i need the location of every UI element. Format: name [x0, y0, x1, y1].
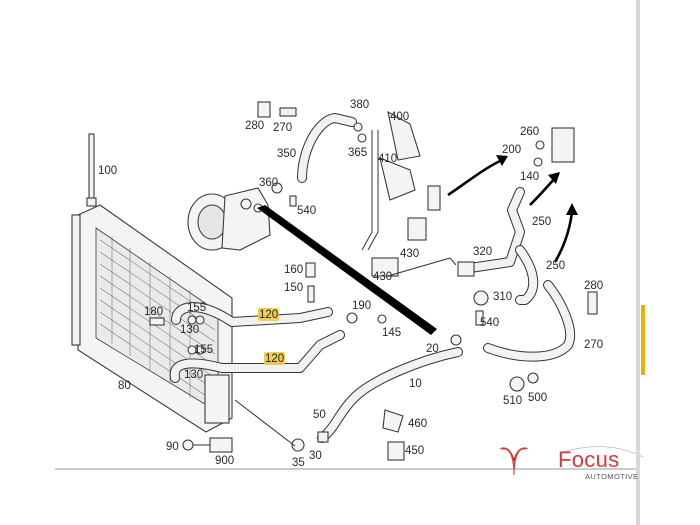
pointer-arrow — [257, 205, 437, 335]
callout-280-top: 280 — [245, 120, 264, 132]
callout-155-lower: 155 — [194, 344, 213, 356]
callout-20: 20 — [426, 343, 439, 355]
callout-35: 35 — [292, 457, 305, 469]
callout-145: 145 — [382, 327, 401, 339]
leader-lines — [234, 257, 457, 447]
callout-100: 100 — [98, 165, 117, 177]
callout-350: 350 — [277, 148, 296, 160]
highlight-120-upper — [258, 308, 279, 321]
callout-155-upper: 155 — [187, 302, 206, 314]
callout-80: 80 — [118, 380, 131, 392]
arrow-heads — [496, 155, 578, 215]
callout-120-lower: 120 — [265, 353, 284, 365]
callout-460: 460 — [408, 418, 427, 430]
callout-400: 400 — [390, 111, 409, 123]
callout-190: 190 — [352, 300, 371, 312]
drier-cartridge — [182, 437, 233, 453]
callout-250-upper: 250 — [532, 216, 551, 228]
callout-90: 90 — [166, 441, 179, 453]
callout-10: 10 — [409, 378, 422, 390]
callout-360: 360 — [259, 177, 278, 189]
callout-540-right: 540 — [480, 317, 499, 329]
callout-labels: 100 80 90 900 155 130 180 155 130 120 12… — [98, 99, 603, 469]
hose-lines — [169, 113, 576, 443]
callout-150: 150 — [284, 282, 303, 294]
compressor — [187, 187, 271, 251]
brand-name: Focus — [558, 447, 620, 472]
callout-250-lower: 250 — [546, 260, 565, 272]
callout-270-right: 270 — [584, 339, 603, 351]
callout-180: 180 — [144, 306, 163, 318]
callout-280-right: 280 — [584, 280, 603, 292]
callout-900: 900 — [215, 455, 234, 467]
focus-logo-icon — [499, 446, 644, 476]
fittings — [149, 101, 598, 461]
callout-120-upper: 120 — [259, 309, 278, 321]
callout-160: 160 — [284, 264, 303, 276]
callout-130-lower: 130 — [184, 369, 203, 381]
callout-270-top: 270 — [273, 122, 292, 134]
callout-430-right: 430 — [400, 248, 419, 260]
callout-450: 450 — [405, 445, 424, 457]
callout-320: 320 — [473, 246, 492, 258]
callout-50: 50 — [313, 409, 326, 421]
callout-410: 410 — [378, 153, 397, 165]
callout-500: 500 — [528, 392, 547, 404]
callout-310: 310 — [493, 291, 512, 303]
callout-140: 140 — [520, 171, 539, 183]
callout-30: 30 — [309, 450, 322, 462]
callout-510: 510 — [503, 395, 522, 407]
scroll-position-marker[interactable] — [641, 305, 645, 375]
dipstick-rod — [86, 133, 97, 207]
callout-200: 200 — [502, 144, 521, 156]
callout-380: 380 — [350, 99, 369, 111]
callout-430-lower: 430 — [373, 271, 392, 283]
scrollbar-track[interactable] — [636, 0, 640, 525]
highlight-120-lower — [264, 352, 285, 365]
callout-365: 365 — [348, 147, 367, 159]
callout-540-left: 540 — [297, 205, 316, 217]
brand-subtitle: AUTOMOTIVE — [585, 472, 639, 481]
callout-130-upper: 130 — [180, 324, 199, 336]
callout-260: 260 — [520, 126, 539, 138]
